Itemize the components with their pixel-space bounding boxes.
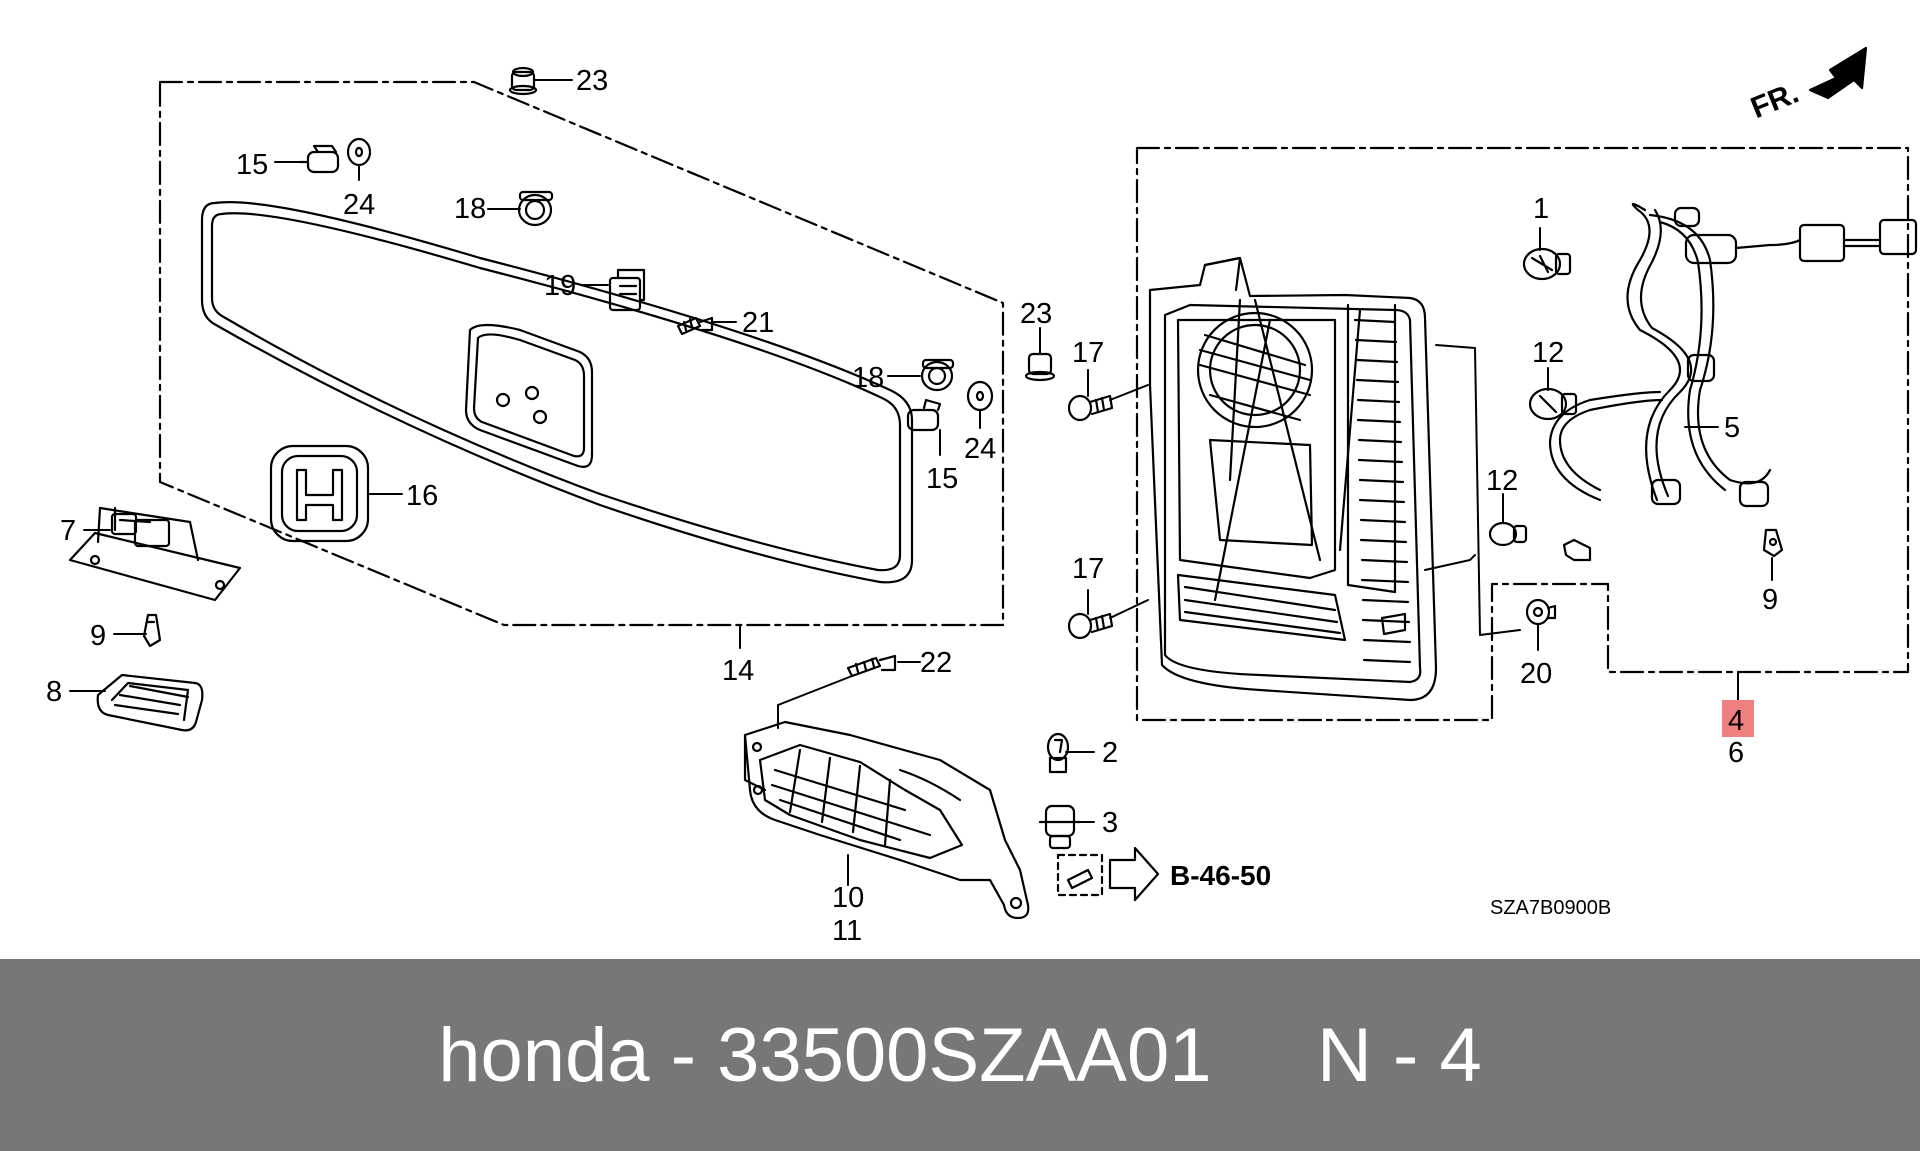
honda-emblem [269, 444, 370, 543]
clip-18-right [920, 358, 955, 392]
callout-20: 20 [1520, 658, 1552, 690]
license-lens-8 [96, 673, 204, 732]
screw-22 [846, 654, 897, 678]
callout-4-highlight [1722, 700, 1754, 737]
bulb-1 [1522, 247, 1572, 281]
callouts: 23 15 24 18 19 21 23 18 24 15 16 7 9 8 1… [46, 65, 1778, 947]
callout-13: 12 [1532, 337, 1564, 369]
callout-19: 19 [544, 270, 576, 302]
callout-4: 4 [1728, 705, 1744, 737]
clip-15-right [906, 398, 942, 432]
bulb-12 [1488, 521, 1528, 547]
clip-23-right [1024, 352, 1056, 382]
wire-harness-5 [1548, 202, 1918, 562]
callout-17-lower: 17 [1072, 553, 1104, 585]
washer-24-right [966, 380, 994, 412]
license-light-7 [68, 506, 242, 602]
callout-9-right: 9 [1762, 584, 1778, 616]
screw-21 [676, 316, 714, 336]
callout-7: 7 [60, 515, 76, 547]
callout-6: 6 [1728, 737, 1744, 769]
leader-lines [69, 79, 1773, 886]
callout-9-left: 9 [90, 620, 106, 652]
reference-clip-box [1056, 853, 1104, 897]
garnish-assembly-frame [158, 80, 1005, 627]
diagram-code: SZA7B0900B [1490, 897, 1611, 919]
tailgate-garnish [200, 201, 914, 584]
callout-10: 10 [832, 882, 864, 914]
reference-clip [1066, 868, 1094, 890]
lower-tail-lamp [743, 720, 1030, 920]
callout-24-top: 24 [343, 189, 375, 221]
parts-diagram: 23 15 24 18 19 21 23 18 24 15 16 7 9 8 1… [46, 46, 1918, 947]
socket-3 [1038, 804, 1082, 850]
callout-2: 2 [1102, 737, 1118, 769]
clip-23-top [508, 66, 538, 96]
washer-24-top [346, 137, 372, 167]
callout-18-right: 18 [852, 362, 884, 394]
callout-8: 8 [46, 676, 62, 708]
parts-diagram-svg: 23 15 24 18 19 21 23 18 24 15 16 7 9 8 1… [46, 46, 1918, 947]
callout-1: 1 [1533, 193, 1549, 225]
taillight-assembly-frame [1135, 146, 1910, 722]
callout-18-top: 18 [454, 193, 486, 225]
clip-9-right [1762, 528, 1784, 558]
callout-11: 11 [832, 915, 862, 947]
callout-17-upper: 17 [1072, 337, 1104, 369]
tail-light-housing [1148, 256, 1438, 702]
bulb-13 [1528, 387, 1578, 421]
clip-9-left [142, 613, 162, 648]
callout-22: 22 [920, 647, 952, 679]
front-arrow [1808, 46, 1868, 100]
reference-label: B-46-50 [1170, 860, 1271, 891]
footer-bar: honda - 33500SZAA01 N - 4 [0, 959, 1920, 1151]
bolt-17-lower [1067, 612, 1114, 640]
clip-18-top [517, 190, 554, 227]
bolt-17-upper [1067, 394, 1114, 422]
clip-15-top [298, 144, 340, 174]
callout-12: 12 [1486, 465, 1518, 497]
callout-15-right: 15 [926, 463, 958, 495]
callout-21: 21 [742, 307, 774, 339]
callout-24-right: 24 [964, 433, 996, 465]
callout-23-top: 23 [576, 65, 608, 97]
reference-arrow [1108, 846, 1160, 902]
front-label: FR. [1746, 76, 1803, 125]
callout-16: 16 [406, 480, 438, 512]
callout-15-top: 15 [236, 149, 268, 181]
callout-5: 5 [1724, 412, 1740, 444]
callout-14: 14 [722, 655, 754, 687]
bulb-2 [1046, 732, 1070, 774]
callout-3: 3 [1102, 807, 1118, 839]
part-number-caption: honda - 33500SZAA01 N - 4 [438, 1012, 1482, 1098]
clip-20 [1525, 598, 1557, 626]
callout-23-right: 23 [1020, 298, 1052, 330]
clip-19 [608, 268, 646, 312]
